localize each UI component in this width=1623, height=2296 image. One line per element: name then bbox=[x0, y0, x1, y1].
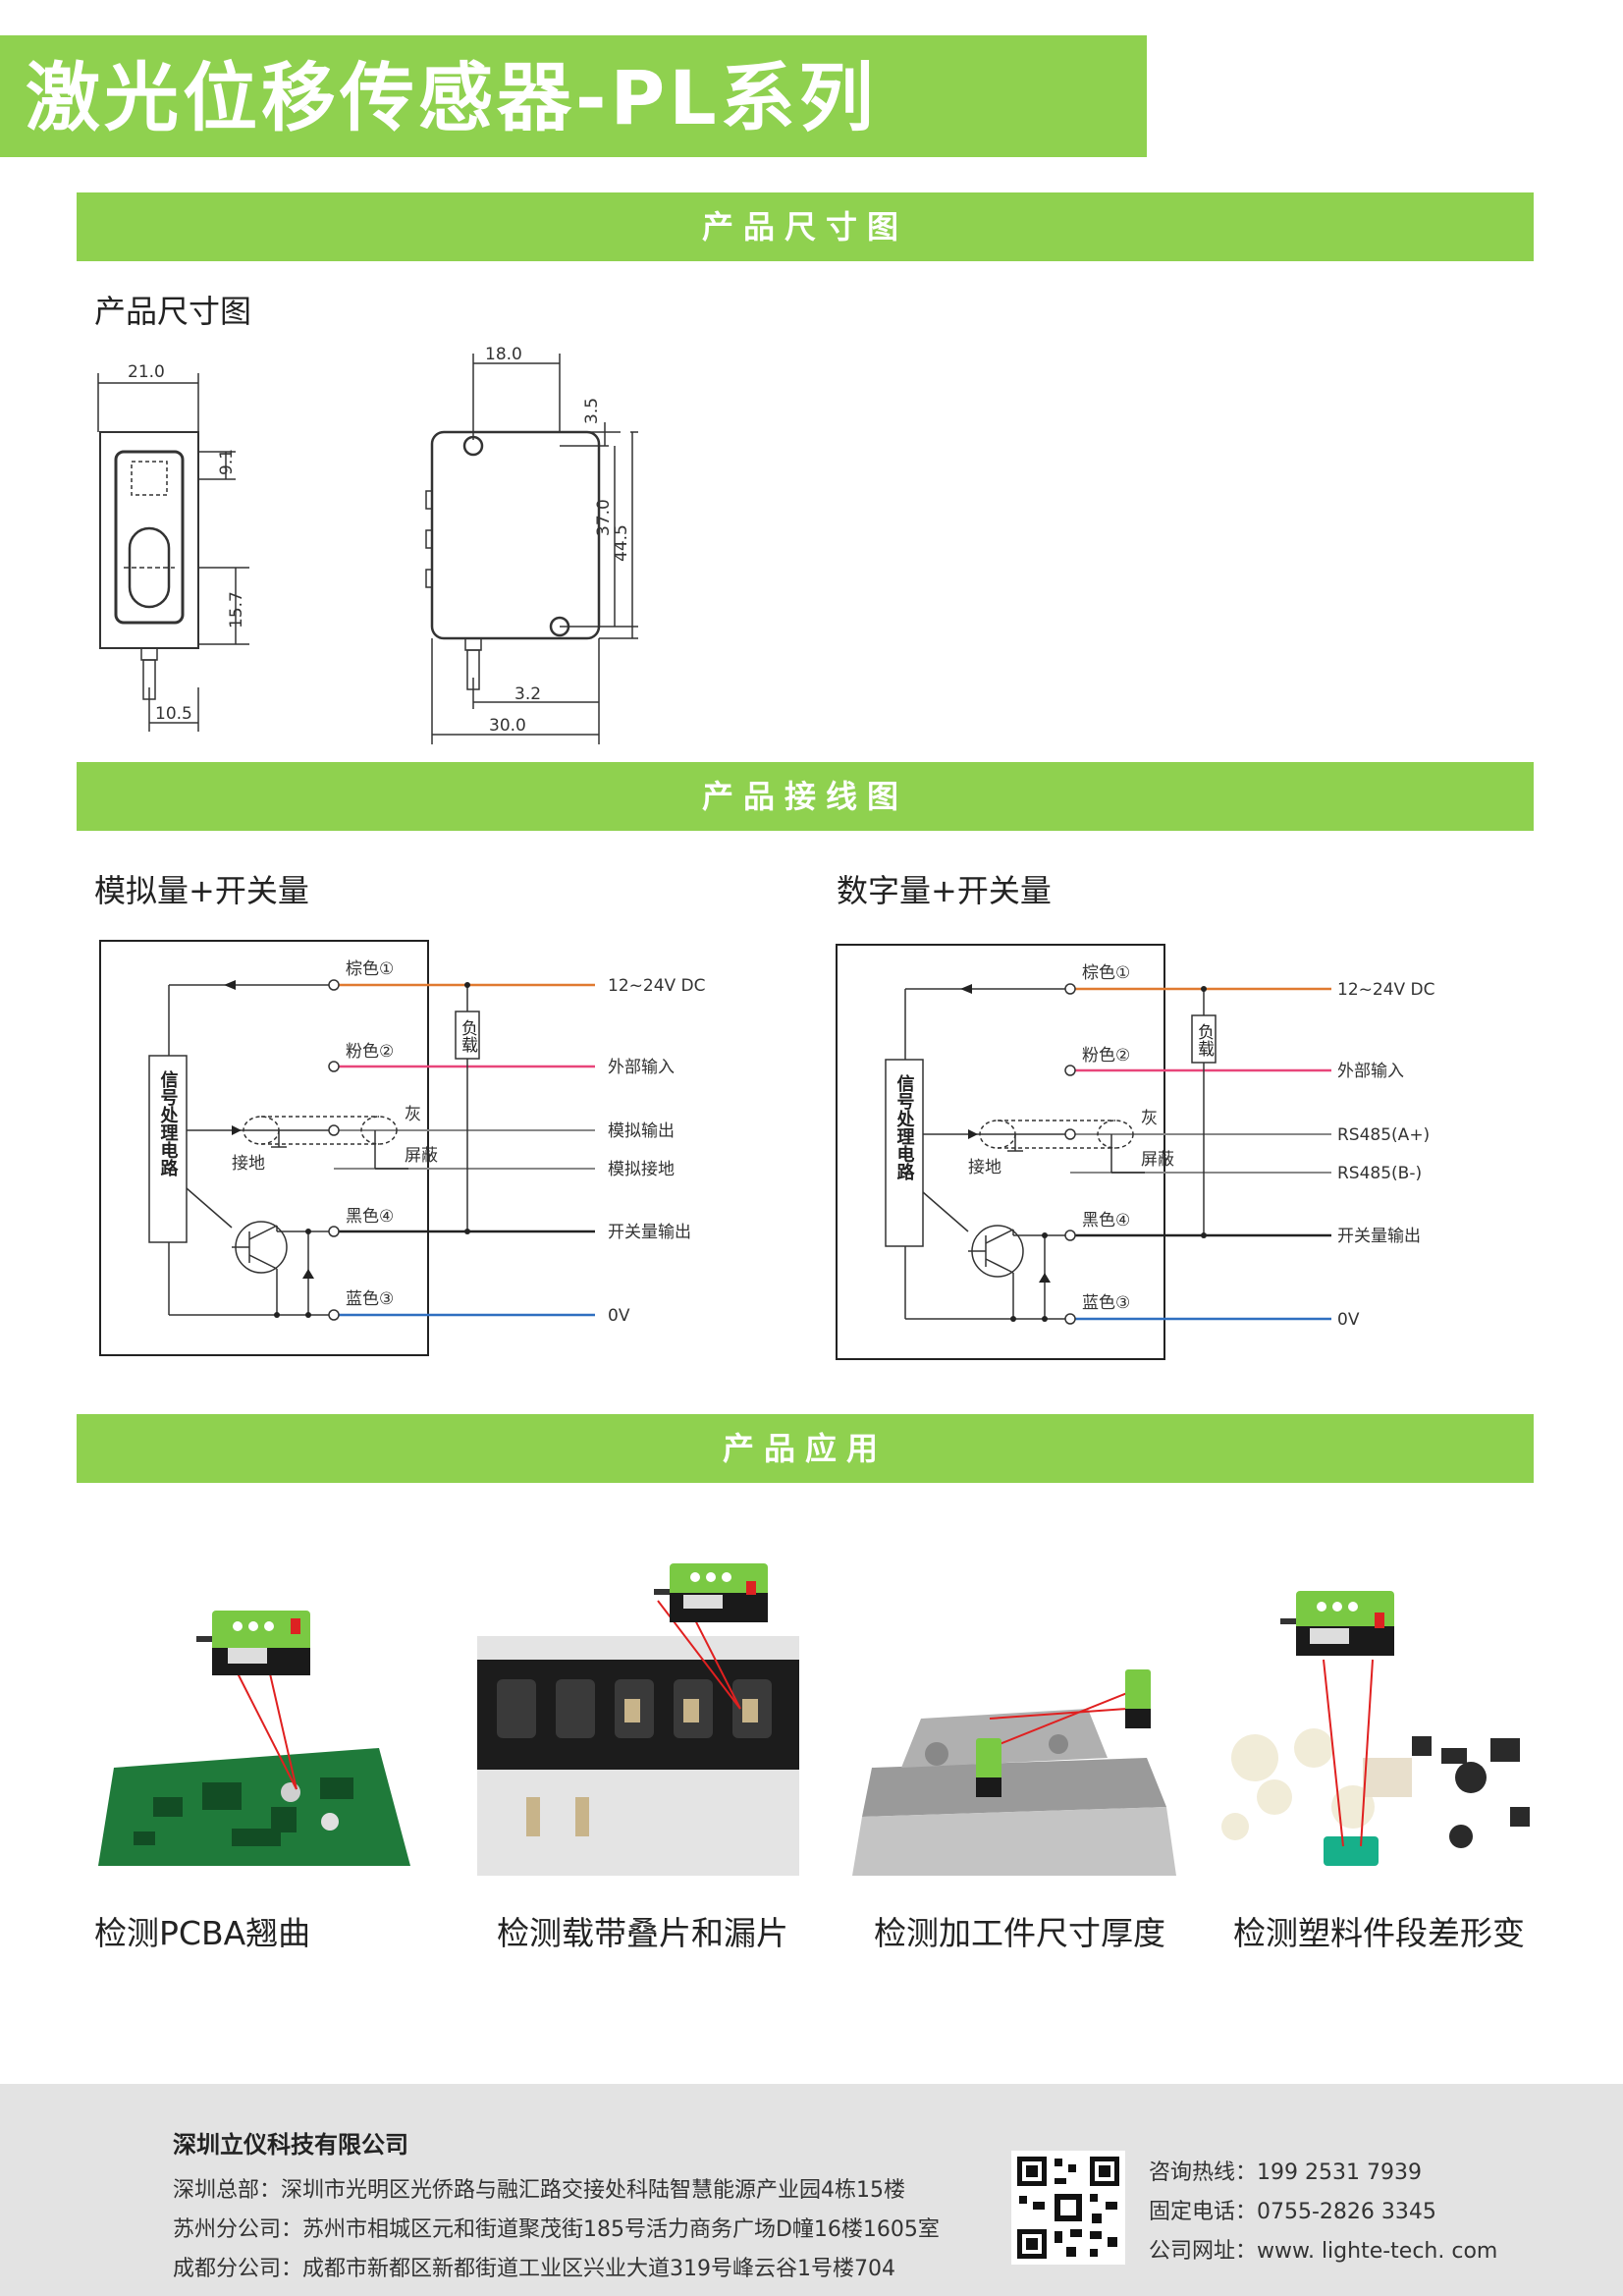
digital-wire-shield: 屏蔽 bbox=[1141, 1150, 1174, 1170]
digital-wire-gray: 灰 bbox=[1141, 1109, 1158, 1128]
analog-out-power: 12~24V DC bbox=[608, 976, 706, 996]
digital-out-2: RS485(B-) bbox=[1337, 1164, 1422, 1183]
dim-side-width: 18.0 bbox=[485, 345, 522, 364]
dim-front-connector: 10.5 bbox=[155, 704, 192, 724]
analog-out-2: 模拟接地 bbox=[608, 1160, 675, 1179]
analog-out-ext: 外部输入 bbox=[608, 1058, 675, 1077]
footer-address-chengdu: 成都分公司：成都市新都区新都街道工业区兴业大道319号峰云谷1号楼704 bbox=[173, 2257, 895, 2281]
application-image-plastic-parts bbox=[1221, 1591, 1530, 1866]
side-view-drawing: 18.0 3.2 30.0 3.5 37.0 44.5 bbox=[425, 345, 638, 744]
section-header-application: 产品应用 bbox=[77, 1414, 1534, 1483]
digital-out-1: RS485(A+) bbox=[1337, 1125, 1430, 1145]
digital-out-switch: 开关量输出 bbox=[1337, 1227, 1421, 1246]
dim-front-bottom: 15.7 bbox=[227, 591, 246, 629]
dim-side-offset: 3.2 bbox=[514, 684, 541, 704]
dim-side-inner-height: 37.0 bbox=[594, 499, 614, 536]
digital-out-ext: 外部输入 bbox=[1337, 1062, 1404, 1081]
dim-front-window: 9.1 bbox=[217, 449, 237, 475]
digital-wire-black: 黑色④ bbox=[1082, 1211, 1130, 1230]
analog-wire-gray: 灰 bbox=[405, 1105, 421, 1124]
title-banner bbox=[0, 35, 1147, 157]
digital-wire-pink: 粉色② bbox=[1082, 1046, 1130, 1066]
footer-hotline: 咨询热线：199 2531 7939 bbox=[1149, 2160, 1422, 2185]
application-image-carrier-tape bbox=[477, 1563, 799, 1876]
analog-out-switch: 开关量输出 bbox=[608, 1223, 691, 1242]
digital-ground-label: 接地 bbox=[968, 1158, 1001, 1177]
wiring-diagram-analog: 棕色① 粉色② 灰 屏蔽 黑色④ 蓝色③ 接地 12~24V DC 外部输入 模… bbox=[99, 940, 706, 1356]
dim-side-top: 3.5 bbox=[582, 398, 602, 424]
footer-phone: 固定电话：0755-2826 3345 bbox=[1149, 2200, 1436, 2224]
digital-load-label: 负载 bbox=[1194, 1023, 1215, 1057]
analog-load-label: 负载 bbox=[458, 1019, 478, 1053]
page-title: 激光位移传感器-PL系列 bbox=[26, 54, 878, 141]
dimensions-subtitle: 产品尺寸图 bbox=[94, 293, 252, 330]
analog-wire-black: 黑色④ bbox=[346, 1207, 394, 1227]
footer-address-shenzhen: 深圳总部：深圳市光明区光侨路与融汇路交接处科陆智慧能源产业园4栋15楼 bbox=[173, 2178, 905, 2203]
footer-company: 深圳立仪科技有限公司 bbox=[173, 2131, 408, 2159]
qr-code-icon[interactable] bbox=[1011, 2151, 1125, 2265]
application-caption-plastic-parts: 检测塑料件段差形变 bbox=[1233, 1914, 1525, 1952]
wiring-digital-title: 数字量+开关量 bbox=[837, 872, 1052, 909]
analog-out-zero: 0V bbox=[608, 1306, 630, 1326]
digital-wire-blue: 蓝色③ bbox=[1082, 1293, 1130, 1313]
application-image-pcba bbox=[98, 1611, 410, 1866]
digital-wire-brown: 棕色① bbox=[1082, 963, 1130, 983]
wiring-analog-title: 模拟量+开关量 bbox=[94, 872, 309, 909]
analog-out-1: 模拟输出 bbox=[608, 1121, 675, 1141]
digital-out-zero: 0V bbox=[1337, 1310, 1360, 1330]
dim-front-width: 21.0 bbox=[128, 362, 165, 382]
analog-wire-blue: 蓝色③ bbox=[346, 1289, 394, 1309]
section-header-dimensions: 产品尺寸图 bbox=[77, 192, 1534, 261]
analog-circuit-label: 信号处理电路 bbox=[158, 1069, 180, 1177]
application-caption-pcba: 检测PCBA翘曲 bbox=[94, 1914, 311, 1952]
section-header-wiring: 产品接线图 bbox=[77, 762, 1534, 831]
application-image-machined-part bbox=[852, 1669, 1176, 1876]
wiring-diagram-digital: 棕色① 粉色② 灰 屏蔽 黑色④ 蓝色③ 接地 12~24V DC 外部输入 R… bbox=[836, 944, 1435, 1360]
footer bbox=[0, 2084, 1623, 2296]
dim-side-height: 44.5 bbox=[612, 524, 631, 562]
footer-address-suzhou: 苏州分公司：苏州市相城区元和街道聚茂街185号活力商务广场D幢16楼1605室 bbox=[173, 2217, 940, 2242]
front-view-drawing: 21.0 10.5 9.1 15.7 bbox=[97, 362, 249, 732]
analog-wire-shield: 屏蔽 bbox=[405, 1146, 438, 1166]
footer-website[interactable]: 公司网址：www. lighte-tech. com bbox=[1149, 2239, 1498, 2264]
analog-wire-pink: 粉色② bbox=[346, 1042, 394, 1062]
dim-side-total: 30.0 bbox=[489, 716, 526, 736]
digital-out-power: 12~24V DC bbox=[1337, 980, 1435, 1000]
application-caption-machined-part: 检测加工件尺寸厚度 bbox=[874, 1914, 1165, 1952]
digital-circuit-label: 信号处理电路 bbox=[894, 1073, 916, 1181]
analog-wire-brown: 棕色① bbox=[346, 959, 394, 979]
analog-ground-label: 接地 bbox=[232, 1154, 265, 1174]
application-caption-carrier-tape: 检测载带叠片和漏片 bbox=[497, 1914, 788, 1952]
